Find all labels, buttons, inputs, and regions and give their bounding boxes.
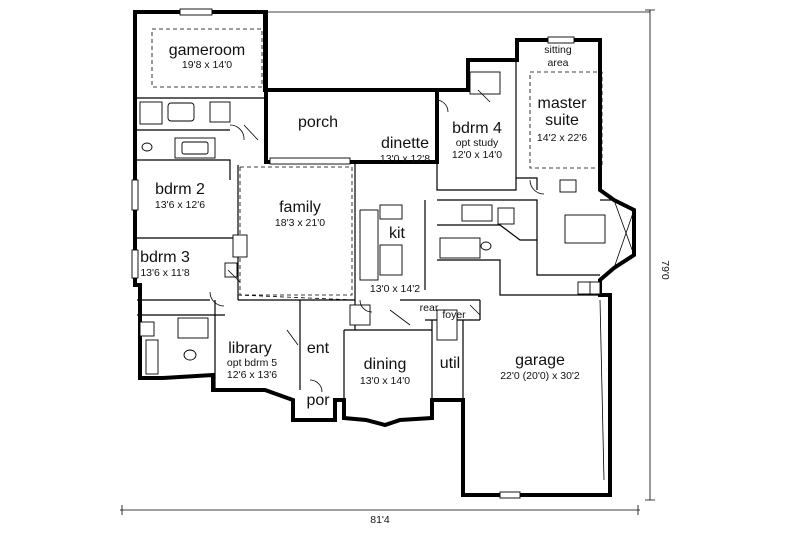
por-label: por: [306, 392, 330, 409]
kit-label: kit: [389, 225, 406, 242]
windows: [131, 8, 575, 499]
foyer-label: foyer: [442, 309, 466, 321]
rear-label: rear: [420, 302, 439, 314]
master-size: 14'2 x 22'6: [537, 132, 587, 144]
kit-size: 13'0 x 14'2: [370, 283, 420, 295]
dining-label: dining: [364, 356, 407, 373]
gameroom-label: gameroom: [169, 42, 245, 59]
sitting-label-2: area: [547, 57, 568, 69]
dimension-lines: [120, 9, 655, 515]
garage-size: 22'0 (20'0) x 30'2: [500, 370, 580, 382]
bdrm3-size: 13'6 x 11'8: [140, 267, 190, 279]
depth-dimension: 79'0: [659, 260, 671, 280]
util-label: util: [440, 355, 460, 372]
family-size: 18'3 x 21'0: [275, 217, 325, 229]
width-dimension: 81'4: [370, 514, 390, 526]
room-labels: gameroom 19'8 x 14'0 porch dinette 13'0 …: [140, 42, 587, 409]
dining-size: 13'0 x 14'0: [360, 375, 410, 387]
master-label-2: suite: [545, 112, 579, 129]
bdrm2-size: 13'6 x 12'6: [155, 199, 205, 211]
ent-label: ent: [307, 340, 330, 357]
garage-label: garage: [515, 352, 565, 369]
dinette-label: dinette: [381, 135, 429, 152]
doors: [209, 89, 635, 481]
bdrm4-note: opt study: [456, 137, 499, 149]
ceiling-lines: [151, 28, 603, 301]
library-note: opt bdrm 5: [227, 357, 277, 369]
dinette-size: 13'0 x 12'8: [380, 153, 430, 165]
library-size: 12'6 x 13'6: [227, 369, 277, 381]
master-label-1: master: [538, 95, 588, 112]
bdrm3-label: bdrm 3: [140, 249, 190, 266]
family-label: family: [279, 199, 321, 216]
gameroom-size: 19'8 x 14'0: [182, 59, 232, 71]
bdrm4-label: bdrm 4: [452, 120, 502, 137]
sitting-label-1: sitting: [544, 44, 572, 56]
library-label: library: [228, 340, 272, 357]
fixtures: [139, 71, 606, 375]
bdrm2-label: bdrm 2: [155, 181, 205, 198]
bdrm4-size: 12'0 x 14'0: [452, 149, 502, 161]
porch-label: porch: [298, 114, 338, 131]
